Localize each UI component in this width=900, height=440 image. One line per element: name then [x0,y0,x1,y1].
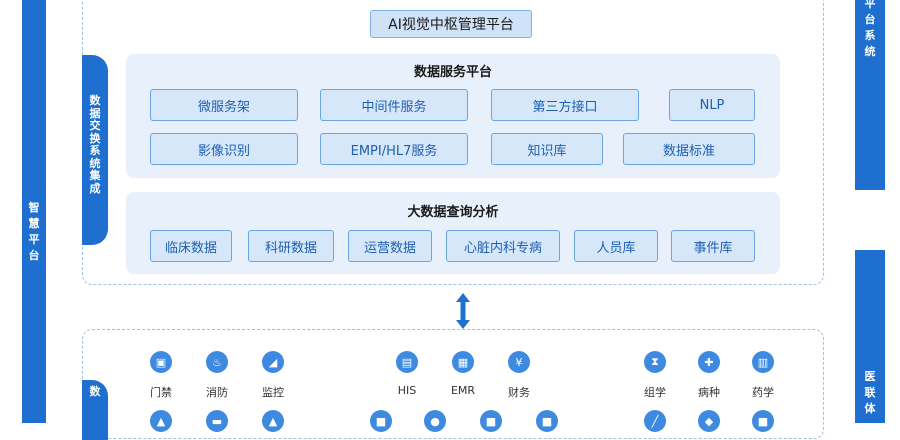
bar-char: 智 [28,200,40,214]
data-chip: 事件库 [671,230,755,262]
icon-label: 门禁 [150,386,172,399]
bar-char: 系 [864,29,876,42]
syringe-icon: ╱ [644,410,666,432]
service-chip: EMPI/HL7服务 [320,133,468,165]
medicine-bottle-icon: ▥ [752,351,774,373]
bar-char: 台 [864,13,876,26]
big-data-panel: 大数据查询分析 临床数据 科研数据 运营数据 心脏内科专病 人员库 事件库 [126,192,780,274]
icon-label: 组学 [644,386,666,399]
platform-system-bar: 平 台 系 统 [855,0,885,190]
data-chip: 运营数据 [348,230,432,262]
icon-label: 病种 [698,386,720,399]
icon-label: 监控 [262,386,284,399]
camera-icon: ◢ [262,351,284,373]
tab-char: 据 [89,106,101,120]
icon-label: 消防 [206,386,228,399]
chat-icon: ■ [536,410,558,432]
tab-char: 数 [89,385,101,398]
service-chip: 中间件服务 [320,89,468,121]
bar-char: 统 [864,45,876,58]
tab-char: 集 [89,169,101,182]
platform-title: AI视觉中枢管理平台 [370,10,532,38]
money-bag-icon: ¥ [508,351,530,373]
bar-char: 医 [864,370,876,383]
bar-char: 慧 [28,216,40,230]
bar-char: 平 [864,0,876,10]
bottom-side-tab: 数 [82,380,108,440]
tab-char: 成 [89,181,101,195]
data-chip: 临床数据 [150,230,232,262]
data-chip: 人员库 [574,230,658,262]
capsule-icon: ● [424,410,446,432]
big-data-title: 大数据查询分析 [407,205,499,220]
service-chip: 影像识别 [150,133,298,165]
document-icon: ▦ [452,351,474,373]
car-icon: ▬ [206,410,228,432]
pill-icon: ◆ [698,410,720,432]
bidirectional-arrow-icon [456,293,470,329]
hourglass-icon: ⧗ [644,351,666,373]
graduation-cap-icon: ▲ [150,410,172,432]
service-chip: 数据标准 [623,133,755,165]
smart-platform-bar: 智 慧 平 台 [22,0,46,423]
bar-char: 台 [28,248,40,262]
fire-icon: ♨ [206,351,228,373]
bar-char: 联 [864,386,876,399]
medical-alliance-bar: 医 联 体 [855,250,885,423]
data-exchange-tab: 数 据 交 换 系 统 集 成 [82,55,108,245]
image-icon: ■ [480,410,502,432]
data-service-title: 数据服务平台 [413,65,492,80]
icon-label: 财务 [508,386,530,399]
door-icon: ▣ [150,351,172,373]
tab-char: 系 [89,144,101,157]
icon-label: 药学 [752,386,774,399]
tab-char: 交 [89,119,101,132]
data-chip: 心脏内科专病 [446,230,560,262]
data-service-panel: 数据服务平台 微服务架 中间件服务 第三方接口 NLP 影像识别 EMPI/HL… [126,54,780,178]
service-chip: 第三方接口 [491,89,639,121]
medical-kit-icon: ✚ [698,351,720,373]
service-chip: 微服务架 [150,89,298,121]
warning-icon: ▲ [262,410,284,432]
tab-char: 数 [89,94,101,107]
icon-label: HIS [397,384,417,397]
tab-char: 统 [89,156,101,170]
tab-char: 换 [89,131,101,145]
monitor-icon: ■ [752,410,774,432]
bar-char: 平 [28,232,40,246]
bar-char: 体 [864,402,876,415]
data-chip: 科研数据 [248,230,334,262]
briefcase-icon: ■ [370,410,392,432]
icon-label: EMR [450,384,476,397]
service-chip: NLP [669,89,755,121]
service-chip: 知识库 [491,133,603,165]
clipboard-icon: ▤ [396,351,418,373]
